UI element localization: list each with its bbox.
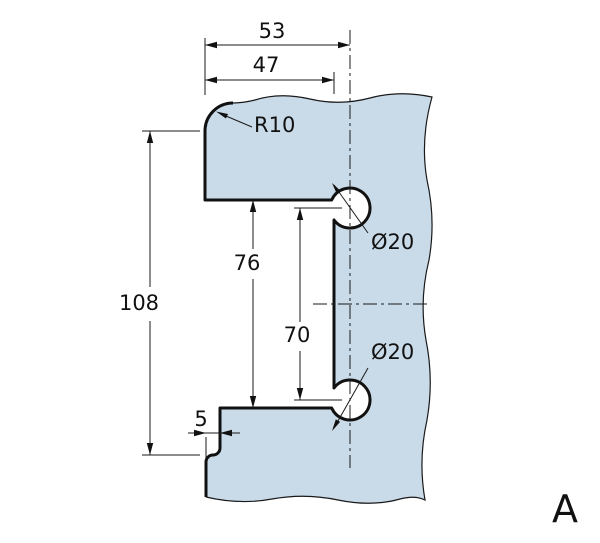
dimension-76-label: 76 (234, 251, 261, 275)
arrowhead (216, 111, 228, 119)
dimension-53-label: 53 (259, 19, 286, 43)
dimension-76: 76 (234, 200, 261, 408)
dimension-53: 53 (204, 19, 350, 95)
dimension-70-label: 70 (284, 323, 311, 347)
dimension-108: 108 (119, 130, 200, 456)
arrowhead (146, 443, 154, 455)
hole-diameter-top-label: Ø20 (371, 230, 414, 254)
dimension-47-label: 47 (253, 53, 280, 77)
dimension-47: 47 (205, 53, 335, 94)
arrowhead (205, 76, 217, 84)
arrowhead (296, 208, 304, 220)
glass-panel (205, 93, 433, 504)
hole-callout-bottom: Ø20 (332, 340, 414, 431)
view-label: A (552, 487, 578, 531)
arrowhead (322, 76, 334, 84)
arrowhead (332, 419, 341, 431)
dimension-108-label: 108 (119, 291, 159, 315)
arrowhead (296, 388, 304, 400)
radius-label: R10 (254, 113, 295, 137)
dimension-5: 5 (188, 407, 240, 458)
arrowhead (332, 183, 341, 195)
dimension-70: 70 (284, 207, 342, 401)
leader-line (225, 115, 253, 128)
arrowhead (146, 131, 154, 143)
arrowhead (338, 41, 350, 49)
arrowhead (249, 396, 257, 408)
dimension-5-label: 5 (194, 407, 207, 431)
leader-line (333, 367, 369, 429)
arrowhead (220, 429, 232, 437)
hole-callout-top: Ø20 (332, 183, 414, 254)
radius-callout: R10 (216, 111, 295, 137)
arrowhead (249, 200, 257, 212)
arrowhead (194, 429, 206, 437)
arrowhead (205, 41, 217, 49)
glass-cutout-outline (203, 101, 372, 497)
hole-diameter-bottom-label: Ø20 (371, 340, 414, 364)
leader-line (333, 184, 369, 234)
